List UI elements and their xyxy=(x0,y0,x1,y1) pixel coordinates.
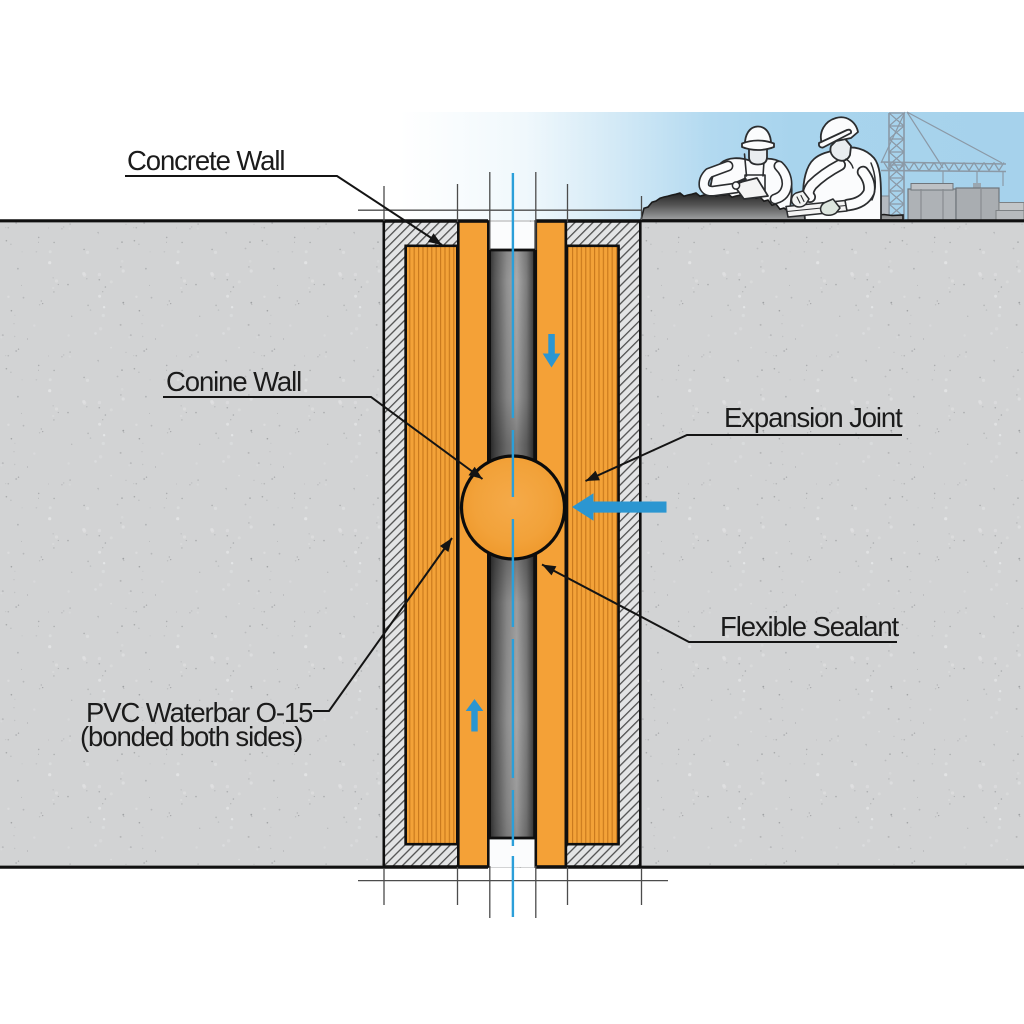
svg-text:Flexible Sealant: Flexible Sealant xyxy=(720,611,900,642)
svg-text:Concrete Wall: Concrete Wall xyxy=(127,145,284,176)
svg-text:(bonded both sides): (bonded both sides) xyxy=(80,721,302,752)
svg-text:Conine Wall: Conine Wall xyxy=(166,366,301,397)
svg-text:PVC Waterbar O-15: PVC Waterbar O-15 xyxy=(86,697,313,728)
svg-text:Expansion Joint: Expansion Joint xyxy=(724,402,903,433)
